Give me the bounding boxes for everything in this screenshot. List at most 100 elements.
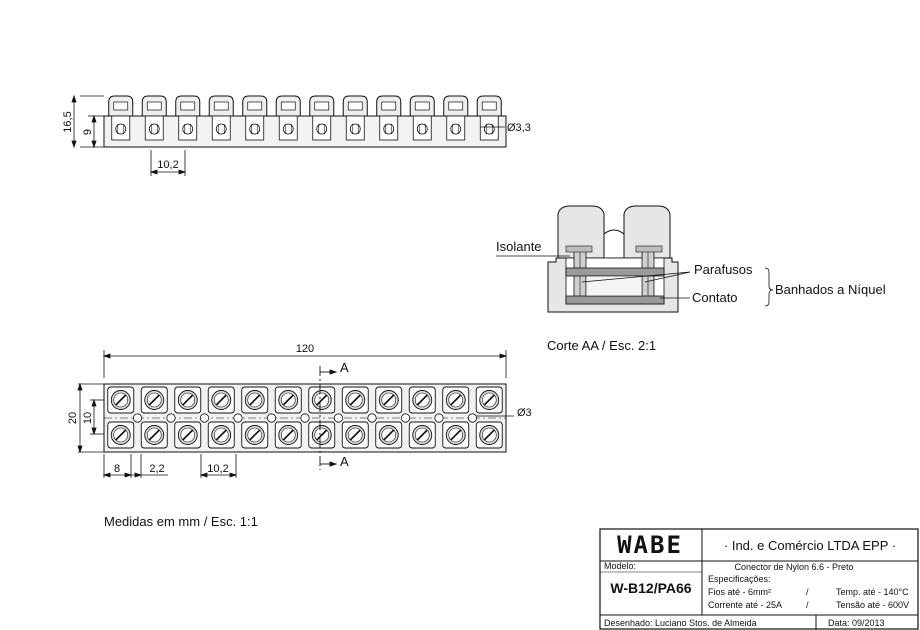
plan-terminal <box>140 386 176 449</box>
dim-body-height <box>88 114 104 149</box>
side-terminal <box>309 95 335 141</box>
side-screw-hole <box>483 123 495 135</box>
screw-slot <box>383 429 395 441</box>
screw-slot <box>215 429 227 441</box>
mounting-hole <box>199 413 210 423</box>
side-screw-hole <box>249 123 261 135</box>
company-name: · Ind. e Comércio LTDA EPP · <box>724 538 896 553</box>
model-value: W-B12/PA66 <box>610 580 691 596</box>
plan-terminal <box>442 386 478 449</box>
screw-slot <box>115 429 127 441</box>
screw-slot <box>483 429 495 441</box>
plan-terminal <box>308 386 344 449</box>
side-terminal <box>175 95 201 141</box>
dim-width-label: 20 <box>67 412 79 424</box>
screw-slot <box>316 394 328 406</box>
mounting-hole <box>266 413 277 423</box>
specs-label: Especificações: <box>708 574 771 584</box>
dim-top-pitch <box>149 150 187 176</box>
screw-slot <box>450 394 462 406</box>
plan-terminal <box>174 386 210 449</box>
mounting-hole <box>434 413 444 423</box>
plan-terminal <box>274 386 310 449</box>
mounting-hole <box>367 413 377 423</box>
label-banhados: Banhados a Níquel <box>775 282 886 297</box>
side-screw-hole <box>282 123 294 135</box>
mounting-hole <box>132 413 143 423</box>
screw-slot <box>148 429 160 441</box>
screw-slot <box>483 394 495 406</box>
side-terminal <box>275 95 301 141</box>
plan-terminal <box>408 386 444 449</box>
spec-current: Corrente até - 25A <box>708 600 782 610</box>
label-contato: Contato <box>692 290 738 305</box>
dim-length <box>102 350 508 378</box>
side-terminal <box>208 95 234 141</box>
side-terminal <box>242 95 268 141</box>
side-terminal <box>443 95 469 141</box>
screw-slot <box>316 429 328 441</box>
screw-slot <box>450 429 462 441</box>
model-label: Modelo: <box>604 561 636 571</box>
units-note: Medidas em mm / Esc. 1:1 <box>104 514 258 529</box>
side-view <box>103 95 507 148</box>
screw-slot <box>349 394 361 406</box>
mounting-hole <box>467 413 478 423</box>
plan-terminal <box>241 386 277 449</box>
spec-sep-2: / <box>806 600 809 610</box>
screw-slot <box>182 394 194 406</box>
screw-slot <box>115 394 127 406</box>
side-slot <box>280 101 296 111</box>
drawn-by: Desenhado: Luciano Stos. de Almeida <box>604 618 757 628</box>
mounting-hole <box>400 413 411 423</box>
side-terminal <box>476 95 502 141</box>
dim-overall-height <box>71 94 104 149</box>
screw-slot <box>249 394 261 406</box>
mounting-hole <box>233 413 243 423</box>
spec-temp: Temp. até - 140°C <box>836 587 909 597</box>
screw-slot <box>148 394 160 406</box>
plan-terminal <box>341 386 377 449</box>
side-screw-hole <box>349 123 361 135</box>
label-isolante: Isolante <box>496 239 542 254</box>
side-terminal <box>141 95 167 141</box>
side-base <box>103 115 507 148</box>
dim-bottom <box>102 454 238 478</box>
dim-hole-label: Ø3 <box>517 407 532 419</box>
screw-slot <box>416 394 428 406</box>
dim-edge-label: 8 <box>114 463 120 475</box>
side-screw-hole <box>115 123 127 135</box>
side-slot <box>146 101 162 111</box>
screw-slot <box>249 429 261 441</box>
mounting-hole <box>166 413 176 423</box>
screw-slot <box>282 394 294 406</box>
dim-body-height-label: 9 <box>82 129 94 135</box>
dim-overall-height-label: 16,5 <box>62 111 74 132</box>
spec-wire: Fios até - 6mm² <box>708 587 771 597</box>
screw-slot <box>349 429 361 441</box>
dim-width <box>77 382 104 454</box>
dim-screw-dia-label: Ø3,3 <box>507 122 531 134</box>
label-parafusos: Parafusos <box>694 262 753 277</box>
mounting-hole <box>300 413 310 423</box>
plan-view <box>103 383 507 453</box>
side-slot <box>213 101 229 111</box>
model-description: Conector de Nylon 6.6 - Preto <box>734 562 853 572</box>
side-slot <box>247 101 263 111</box>
wabe-logo: WABE <box>617 531 683 559</box>
side-slot <box>381 101 397 111</box>
screw-slot <box>383 394 395 406</box>
section-line-aa <box>319 366 338 470</box>
side-screw-hole <box>416 123 428 135</box>
side-terminal <box>108 95 134 141</box>
drawing-date: Data: 09/2013 <box>828 618 885 628</box>
side-terminal <box>409 95 435 141</box>
side-slot <box>481 101 497 111</box>
side-slot <box>113 101 129 111</box>
side-screw-hole <box>450 123 462 135</box>
side-slot <box>414 101 430 111</box>
spec-sep-1: / <box>806 587 809 597</box>
section-mark-bottom: A <box>340 454 349 469</box>
side-slot <box>448 101 464 111</box>
